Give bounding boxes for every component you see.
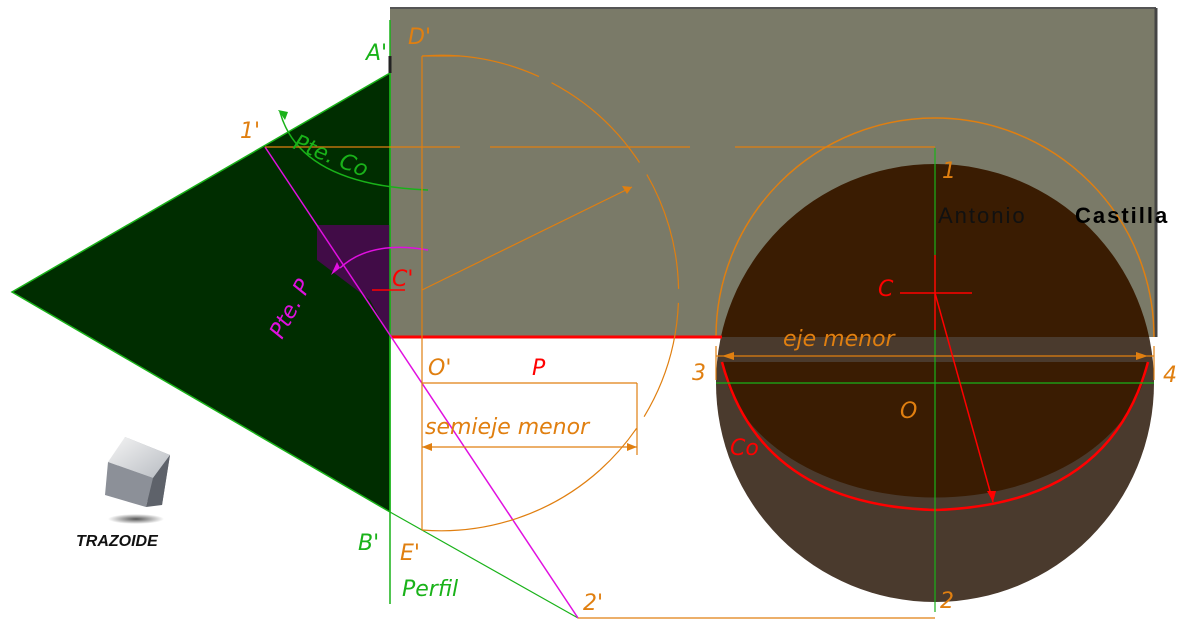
semieje-arrow-left (422, 443, 432, 451)
label-c: C (878, 277, 894, 302)
label-d-prime: D' (408, 25, 431, 50)
radius-arrow (622, 186, 632, 194)
pte-p-arrow (331, 262, 340, 275)
label-point-1: 1 (942, 159, 956, 184)
radius-line-red (934, 292, 994, 503)
logo-text: TRAZOIDE (76, 533, 159, 550)
label-semieje-menor: semieje menor (425, 415, 591, 440)
construction-lines (265, 54, 1155, 619)
cube-icon (105, 437, 170, 524)
label-p: P (532, 356, 546, 381)
label-b-prime: B' (358, 531, 379, 556)
semieje-arrow-right (627, 443, 637, 451)
label-perfil: Perfil (402, 577, 458, 602)
eje-arrow-left (722, 352, 734, 360)
label-1-prime: 1' (240, 119, 260, 144)
label-point-3: 3 (692, 361, 706, 386)
label-point-2: 2 (940, 589, 954, 614)
pte-co-arrow (278, 110, 288, 120)
label-2-prime: 2' (583, 591, 603, 616)
label-o: O (900, 399, 917, 424)
pte-co-arc (279, 111, 429, 191)
label-c-prime: C' (392, 267, 413, 292)
label-e-prime: E' (400, 541, 420, 566)
signature-last: Castilla (1075, 203, 1169, 228)
generatrix-line (389, 511, 579, 619)
label-co: Co (730, 436, 759, 461)
pte-p-arc (339, 246, 429, 269)
label-o-prime: O' (428, 356, 451, 381)
label-point-4: 4 (1163, 363, 1177, 388)
radius-arrow-red (987, 491, 996, 502)
signature-first: Antonio (938, 203, 1027, 228)
label-a-prime: A' (364, 41, 387, 66)
profile-triangle-fill (10, 71, 391, 514)
label-eje-menor: eje menor (783, 327, 897, 352)
eje-arrow-right (1136, 352, 1148, 360)
